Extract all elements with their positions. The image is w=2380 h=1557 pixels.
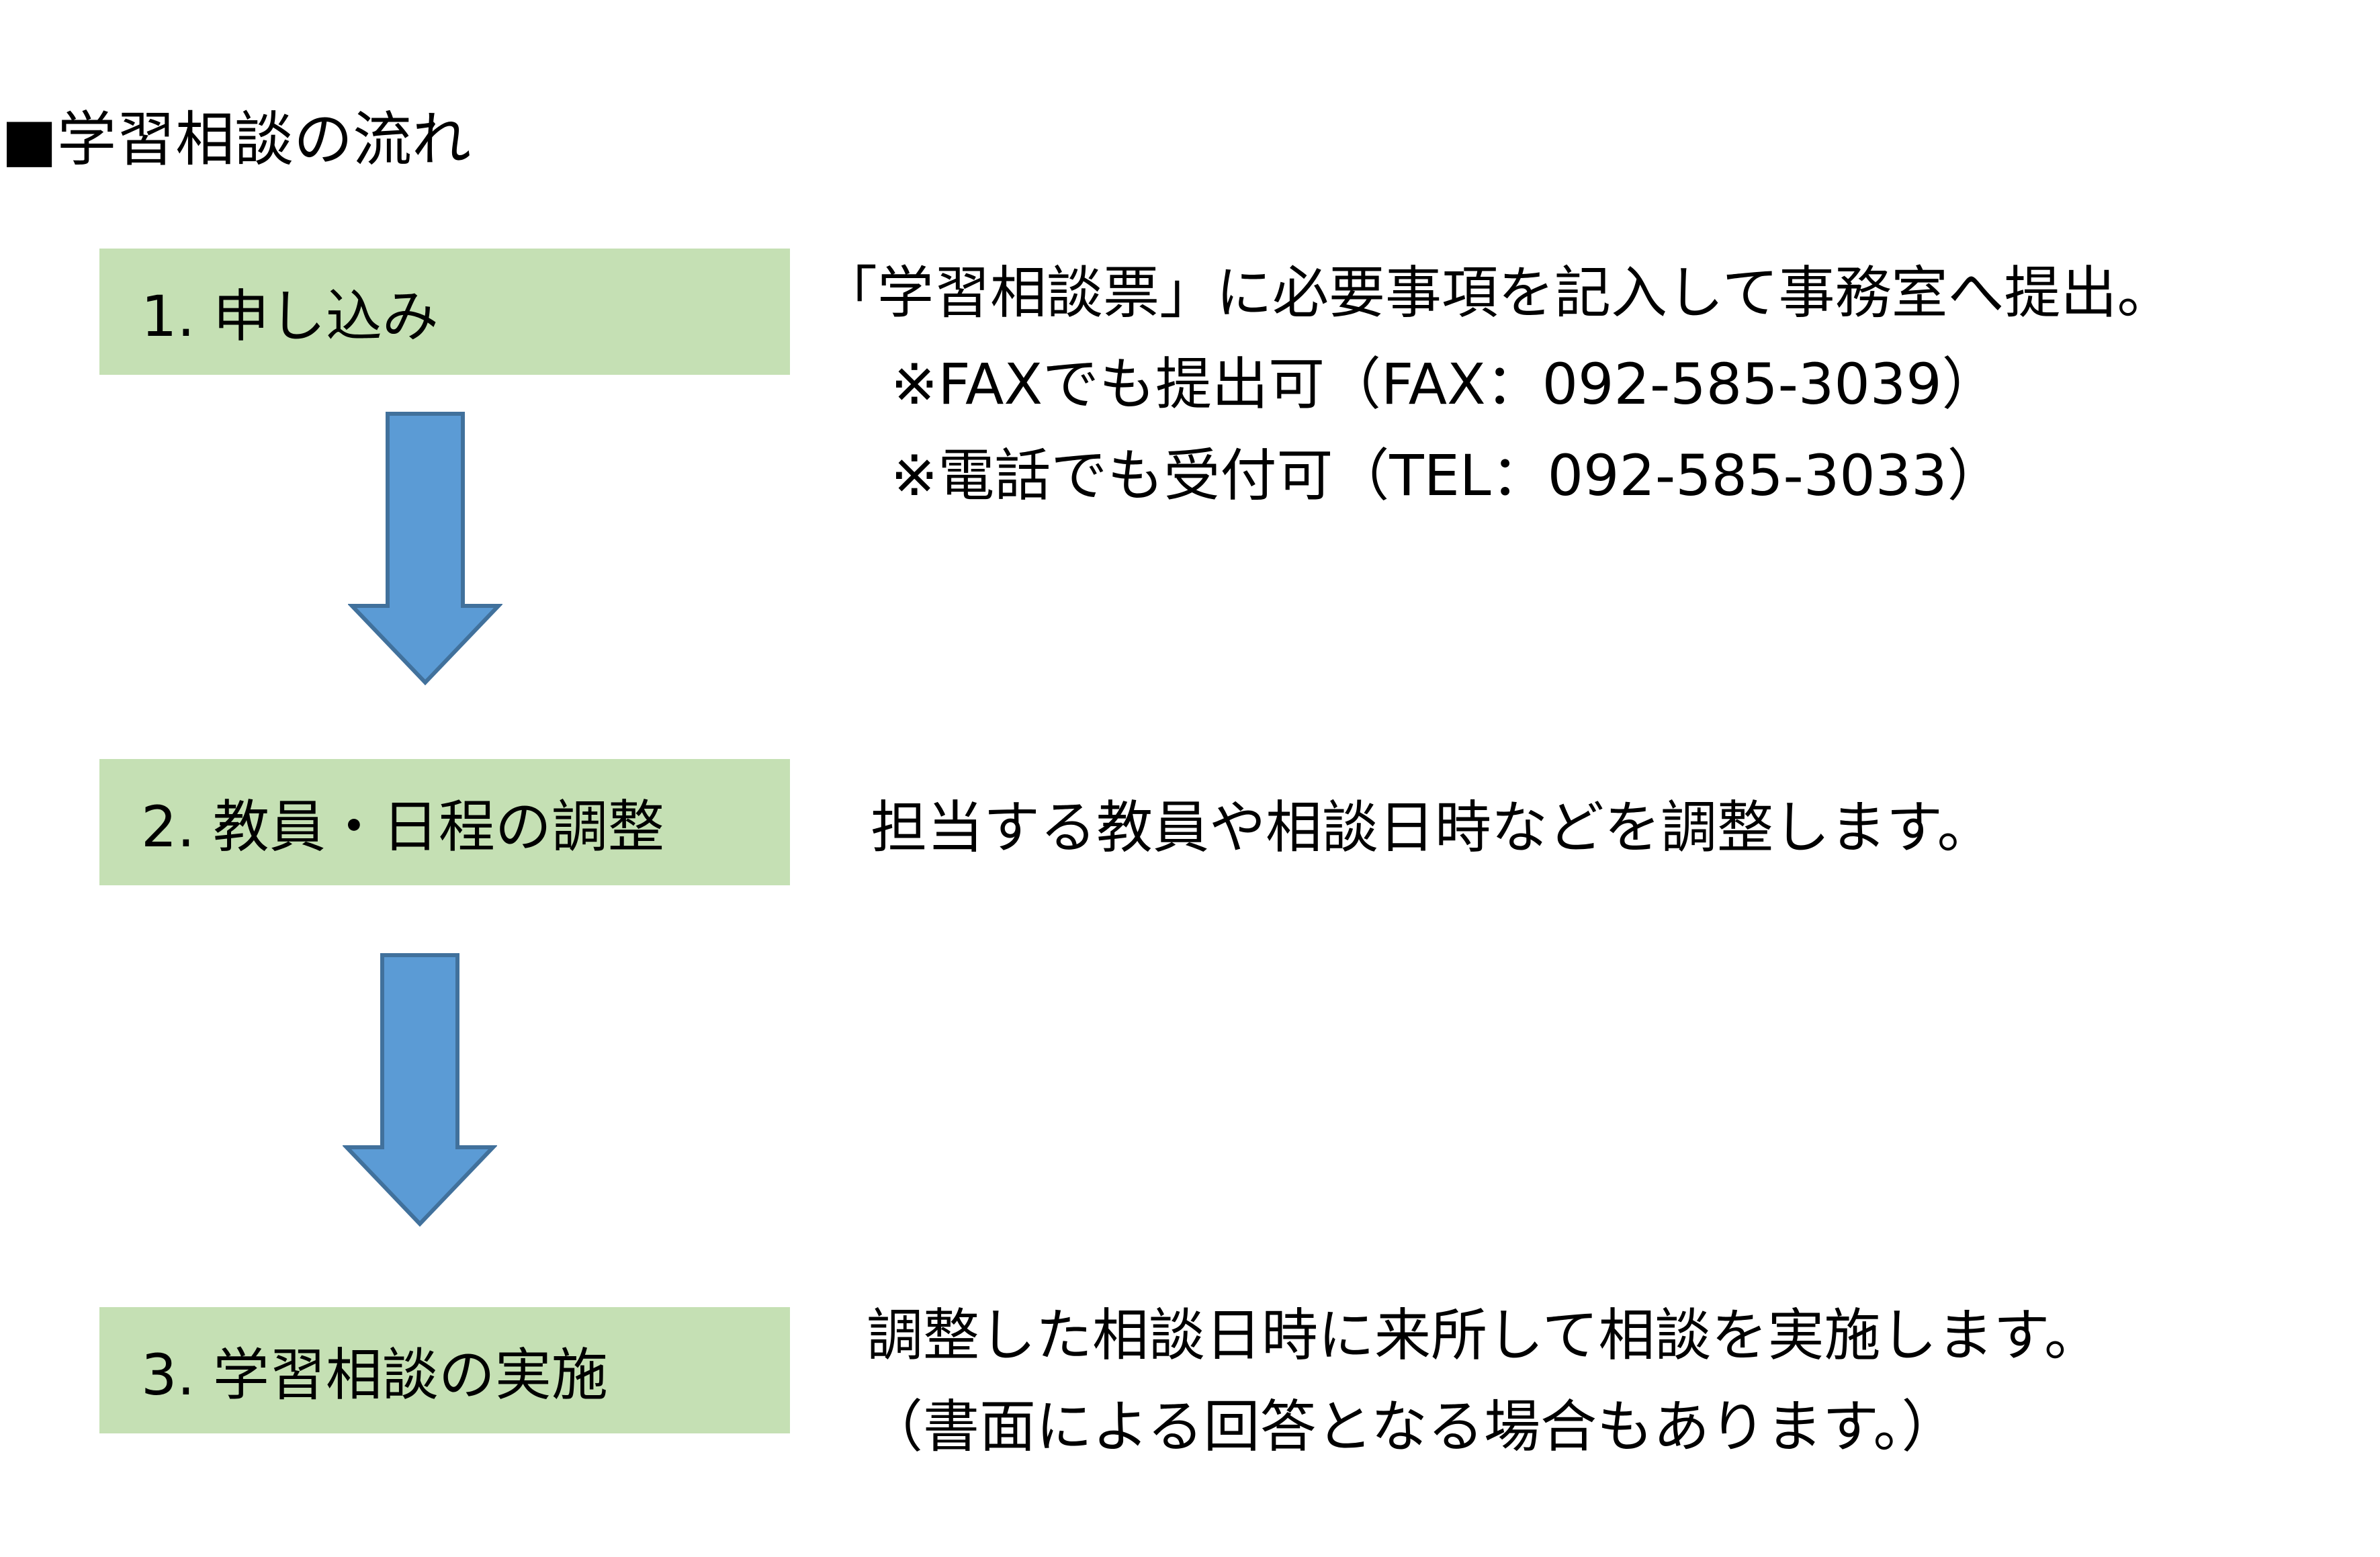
step-scheduling-line-1: 担当する教員や相談日時などを調整します。 (871, 795, 1994, 860)
step-consultation-description: 調整した相談日時に来所して相談を実施します。 （書面による回答となる場合もありま… (867, 1290, 2101, 1472)
step-scheduling-label: 2. 教員・日程の調整 (141, 793, 664, 860)
step-consultation-box: 3. 学習相談の実施 (99, 1307, 790, 1433)
step-application-line-1: 「学習相談票」に必要事項を記入して事務室へ提出。 (821, 260, 2174, 326)
step-application-fax-note: ※FAXでも提出可（FAX：092-585-3039） (891, 351, 1998, 417)
step-consultation-line-2: （書面による回答となる場合もあります。） (867, 1394, 1958, 1460)
step-application-description: 「学習相談票」に必要事項を記入して事務室へ提出。 ※FAXでも提出可（FAX：0… (821, 247, 2173, 521)
step-application-box: 1. 申し込み (99, 249, 790, 375)
step-consultation-label: 3. 学習相談の実施 (141, 1341, 608, 1408)
down-arrow-icon (348, 412, 502, 686)
step-application-label: 1. 申し込み (141, 283, 439, 349)
step-consultation-line-1: 調整した相談日時に来所して相談を実施します。 (867, 1302, 2101, 1368)
page-title: ■学習相談の流れ (1, 105, 472, 174)
down-arrow-icon (343, 953, 497, 1227)
step-scheduling-box: 2. 教員・日程の調整 (99, 759, 790, 885)
step-scheduling-description: 担当する教員や相談日時などを調整します。 (871, 782, 1994, 873)
step-application-tel-note: ※電話でも受付可（TEL：092-585-3033） (891, 443, 2004, 508)
